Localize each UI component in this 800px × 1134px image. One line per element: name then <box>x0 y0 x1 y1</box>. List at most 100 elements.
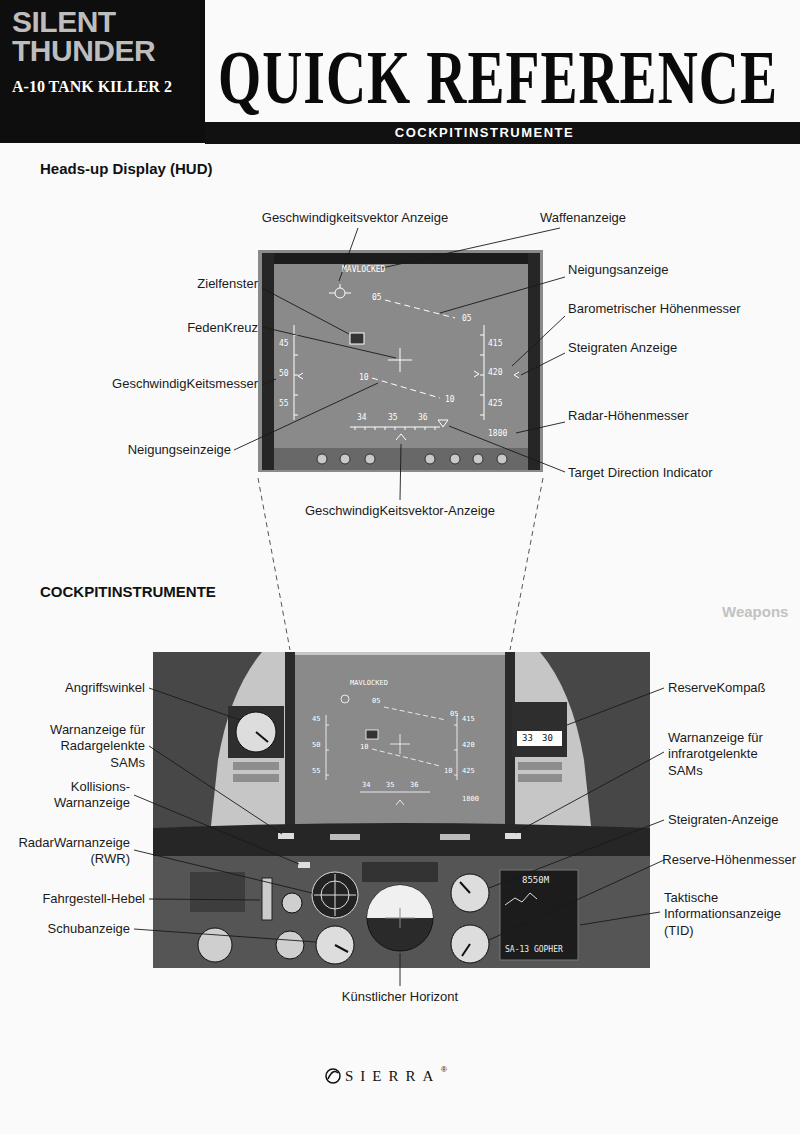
cockpit-screenshot <box>198 928 232 962</box>
hud-readout: 10 <box>445 396 455 404</box>
cockpit-screenshot <box>228 706 284 758</box>
cockpit-hud-symbology <box>360 792 430 793</box>
hud-symbology <box>388 348 412 372</box>
cockpit-hud-symbology <box>341 695 349 703</box>
hud-readout: 415 <box>462 716 475 723</box>
cockpit-screenshot <box>256 732 268 742</box>
cockpit-screenshot <box>505 893 537 905</box>
cockpit-screenshot <box>362 862 438 882</box>
hud-screenshot <box>340 454 350 464</box>
hud-readout: 420 <box>488 369 502 377</box>
hud-readout: 34 <box>357 414 367 422</box>
cockpit-screenshot <box>316 926 354 964</box>
cockpit-hud-symbology <box>390 734 410 754</box>
leader-line <box>149 899 260 900</box>
hud-screenshot <box>258 250 543 472</box>
hud-readout: 45 <box>279 340 289 348</box>
hud-readout: 55 <box>312 768 320 775</box>
cockpit-screenshot <box>285 652 295 837</box>
leader-line <box>134 850 312 893</box>
cockpit-screenshot <box>460 882 470 893</box>
callout-label: Target Direction Indicator <box>568 465 713 481</box>
leader-line <box>516 422 565 433</box>
zoom-guide <box>258 478 290 650</box>
callout-label: Zielfenster <box>197 276 258 292</box>
leader-line <box>262 379 276 385</box>
watermark: Weapons <box>722 604 788 619</box>
hud-symbology <box>474 371 479 377</box>
callout-label: Waffenanzeige <box>540 210 626 226</box>
leader-line <box>234 383 378 450</box>
cockpit-screenshot <box>385 908 415 928</box>
band-text: COCKPITINSTRUMENTE <box>205 122 764 144</box>
callout-label: ReserveKompaß <box>668 680 766 696</box>
hud-symbology <box>335 288 345 298</box>
hud-readout: 05 <box>450 711 458 718</box>
cockpit-screenshot <box>233 762 279 770</box>
hud-readout: 10 <box>359 374 369 382</box>
hud-symbology <box>294 284 519 440</box>
callout-label: Steigraten Anzeige <box>568 340 677 356</box>
hud-screenshot <box>317 454 327 464</box>
hud-readout: MAVLOCKED <box>342 266 385 274</box>
hud-readout: 10 <box>444 768 452 775</box>
hud-readout: 36 <box>410 782 418 789</box>
cockpit-hud-symbology <box>372 749 440 766</box>
page-title: QUICK REFERENCE <box>218 40 778 116</box>
hud-readout: 1800 <box>488 430 507 438</box>
leader-line <box>134 795 299 864</box>
section-heading: COCKPITINSTRUMENTE <box>40 583 216 601</box>
hud-screenshot <box>425 454 435 464</box>
cockpit-screenshot <box>440 834 470 840</box>
leader-line <box>400 953 401 986</box>
leader-line <box>580 912 660 925</box>
section-band: COCKPITINSTRUMENTE <box>205 122 800 144</box>
cockpit-screenshot <box>512 702 567 757</box>
tid-readout: SA-13 GOPHER <box>505 946 563 954</box>
callout-label: Warnanzeige für infrarotgelenkte SAMs <box>668 730 773 779</box>
logo-box: SILENT THUNDERA-10 TANK KILLER 2 <box>0 0 205 143</box>
hud-readout: 05 <box>372 294 382 302</box>
cockpit-screenshot <box>451 874 489 912</box>
hud-readout: 05 <box>372 698 380 705</box>
hud-readout: MAVLOCKED <box>350 680 388 687</box>
publisher-emblem <box>326 1069 340 1083</box>
callout-label: Künstlicher Horizont <box>342 989 458 1005</box>
tid-readout: 8550M <box>522 876 549 885</box>
cockpit-hud-symbology <box>396 800 404 805</box>
hud-symbology <box>480 325 484 420</box>
hud-symbology <box>294 325 298 420</box>
cockpit-screenshot <box>236 712 276 752</box>
cockpit-screenshot <box>517 731 562 746</box>
callout-label: Warnanzeige für Radargelenkte SAMs <box>40 722 145 771</box>
hud-readout: 55 <box>279 400 289 408</box>
hud-symbology <box>385 300 455 318</box>
hud-screenshot <box>258 250 543 472</box>
cockpit-screenshot <box>276 931 304 959</box>
cockpit-screenshot <box>462 944 470 956</box>
cockpit-hud-symbology <box>366 730 378 739</box>
leader-line <box>440 277 565 313</box>
hud-screenshot <box>262 253 274 470</box>
hud-readout: 35 <box>388 414 398 422</box>
leader-line <box>382 228 560 268</box>
cockpit-screenshot <box>367 885 433 951</box>
cockpit-screenshot <box>518 774 562 782</box>
cockpit-screenshot <box>262 878 272 920</box>
cockpit-screenshot <box>153 652 650 968</box>
callout-label: GeschwindigKeitsmesser <box>112 376 258 392</box>
cockpit-screenshot <box>518 762 562 770</box>
callout-label: Neigungsanzeige <box>568 262 668 278</box>
callout-label: Schubanzeige <box>48 921 130 937</box>
leader-line <box>149 746 282 834</box>
cockpit-screenshot <box>278 833 294 839</box>
callout-label: Fahrgestell-Hebel <box>42 891 145 907</box>
publisher-emblem <box>326 1069 340 1083</box>
callout-label: Radar-Höhenmesser <box>568 408 689 424</box>
zoom-guide <box>510 478 543 650</box>
compass-digits: 30 <box>542 734 553 743</box>
leader-line <box>134 929 316 942</box>
cockpit-screenshot <box>233 774 279 782</box>
callout-label: Taktische Informationsanzeige (TID) <box>664 890 794 939</box>
